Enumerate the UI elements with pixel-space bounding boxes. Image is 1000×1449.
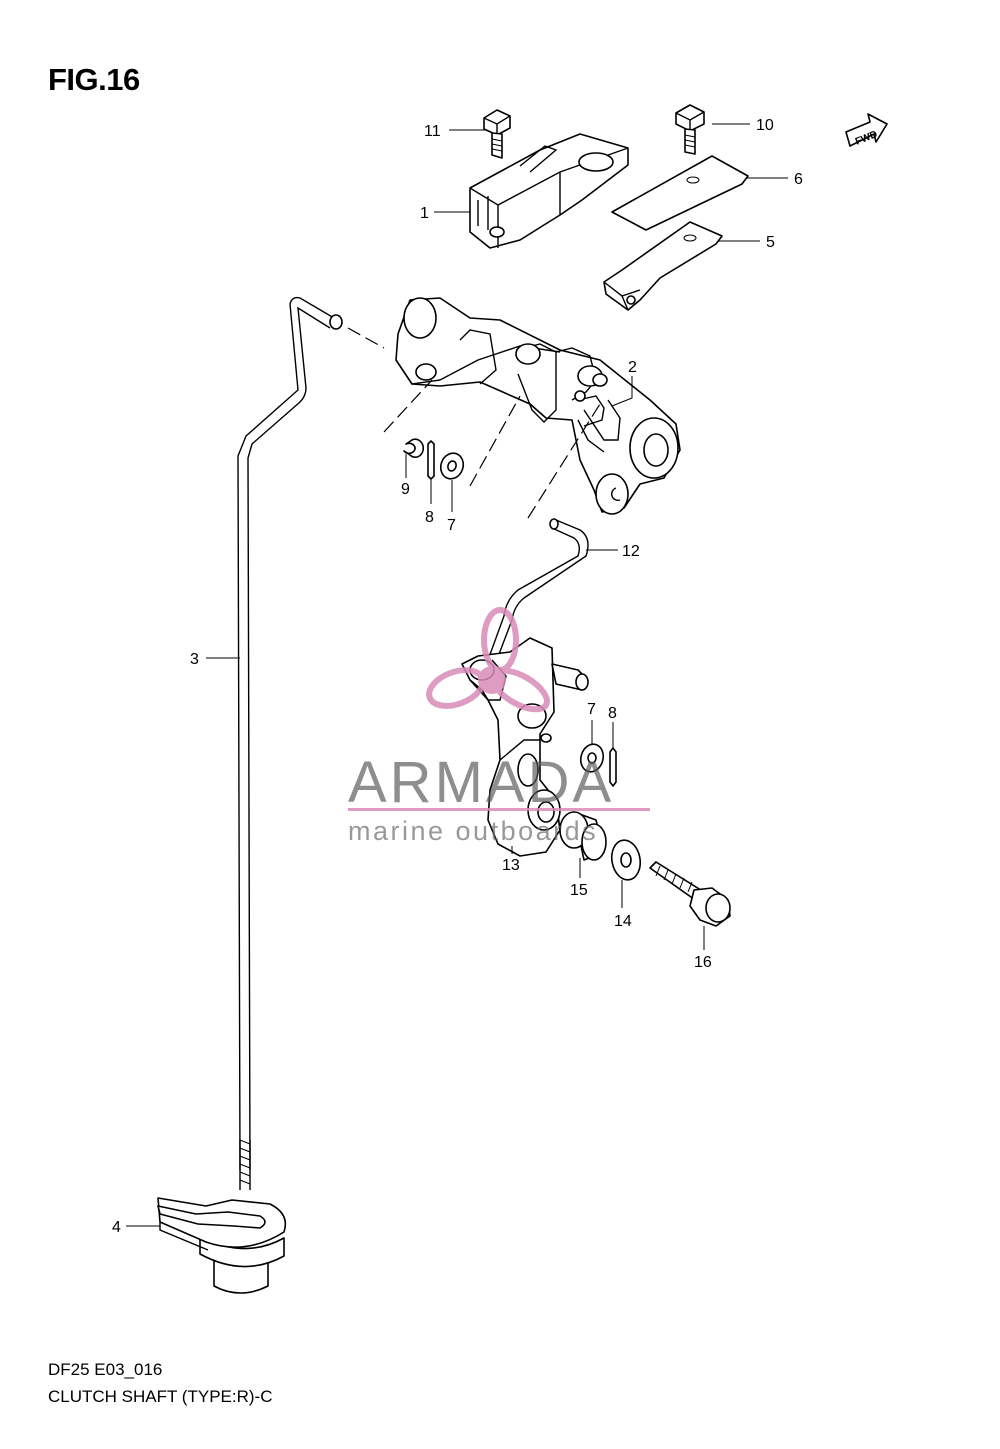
callout-8-upper: 8: [425, 509, 434, 526]
part-6-plate: [611, 155, 749, 231]
watermark-brand: ARMADA: [348, 750, 614, 815]
callout-16: 16: [694, 954, 712, 971]
callout-12: 12: [622, 543, 640, 560]
callout-13: 13: [502, 857, 520, 874]
assembly-line-link: [527, 403, 601, 519]
callout-7-lower: 7: [587, 701, 596, 718]
assembly-line-clip: [383, 379, 433, 433]
watermark-underline: [348, 808, 650, 811]
callout-3: 3: [190, 651, 199, 668]
part-3-rod: [237, 296, 343, 1190]
part-12-rod: [487, 518, 589, 663]
part-1-bracket: [469, 133, 629, 249]
part-9-clip: [403, 438, 425, 458]
callout-15: 15: [570, 882, 588, 899]
part-14-washer: [610, 839, 642, 881]
part-15-bushing: [559, 811, 607, 861]
callout-6: 6: [794, 171, 803, 188]
callout-7-upper: 7: [447, 517, 456, 534]
callout-10: 10: [756, 117, 774, 134]
part-16-bolt: [649, 861, 731, 927]
callout-14: 14: [614, 913, 632, 930]
propeller-hub-icon: [478, 666, 506, 694]
leader-lines: [126, 123, 788, 1227]
watermark-tagline: marine outboards: [348, 816, 598, 846]
fwd-arrow-icon: FWD: [845, 113, 888, 148]
assembly-line-washer: [469, 395, 521, 487]
part-2-clutch-assembly: [395, 297, 681, 515]
callout-5: 5: [766, 234, 775, 251]
callout-4: 4: [112, 1219, 121, 1236]
part-5-lever: [603, 221, 723, 311]
callouts: 11 10 1 6 5 2 9 8 7 12 3 7 8 13 15 14 16…: [112, 117, 803, 1236]
figure-code: DF25 E03_016: [48, 1360, 163, 1379]
part-4-fitting: [157, 1197, 287, 1294]
callout-9: 9: [401, 481, 410, 498]
figure-title: FIG.16: [48, 62, 140, 97]
callout-11: 11: [424, 123, 441, 140]
callout-1: 1: [420, 205, 429, 222]
part-10-bolt: [675, 104, 705, 155]
part-11-bolt: [483, 109, 511, 159]
part-7-washer-lower: [579, 743, 605, 773]
callout-8-lower: 8: [608, 705, 617, 722]
callout-2: 2: [628, 359, 637, 376]
figure-name: CLUTCH SHAFT (TYPE:R)-C: [48, 1387, 273, 1406]
part-7-washer-upper: [439, 452, 465, 480]
assembly-line-rod: [347, 327, 385, 349]
part-8-pin-upper: [427, 440, 435, 480]
watermark: ARMADA marine outboards: [348, 607, 650, 846]
